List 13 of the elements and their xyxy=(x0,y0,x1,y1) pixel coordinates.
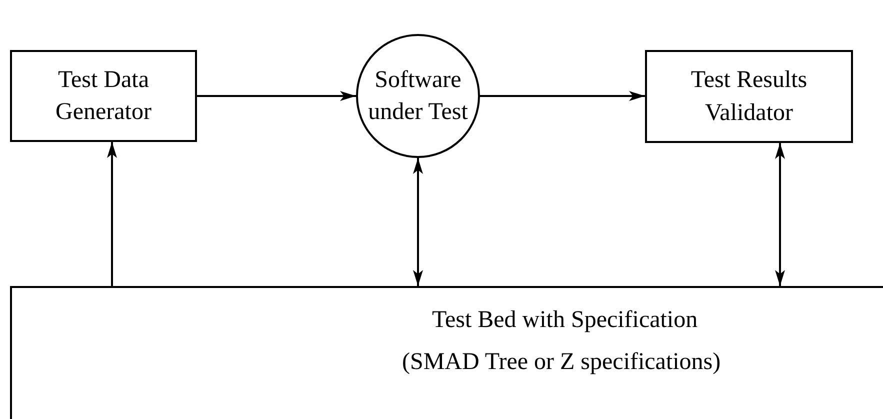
arrow xyxy=(480,91,645,101)
node-label: Test Bed with Specification xyxy=(432,306,698,335)
arrow xyxy=(413,158,423,286)
process-box xyxy=(10,50,197,142)
node-label: Test Results Validator xyxy=(690,66,808,128)
arrow xyxy=(197,91,356,101)
node-label: Software under Test xyxy=(367,66,469,127)
node-label: (SMAD Tree or Z specifications) xyxy=(402,348,721,378)
test-bed-panel xyxy=(10,286,883,419)
arrow xyxy=(775,143,785,286)
node-label: Test Data Generator xyxy=(54,66,152,127)
arrow xyxy=(107,142,117,286)
process-box xyxy=(645,50,853,143)
